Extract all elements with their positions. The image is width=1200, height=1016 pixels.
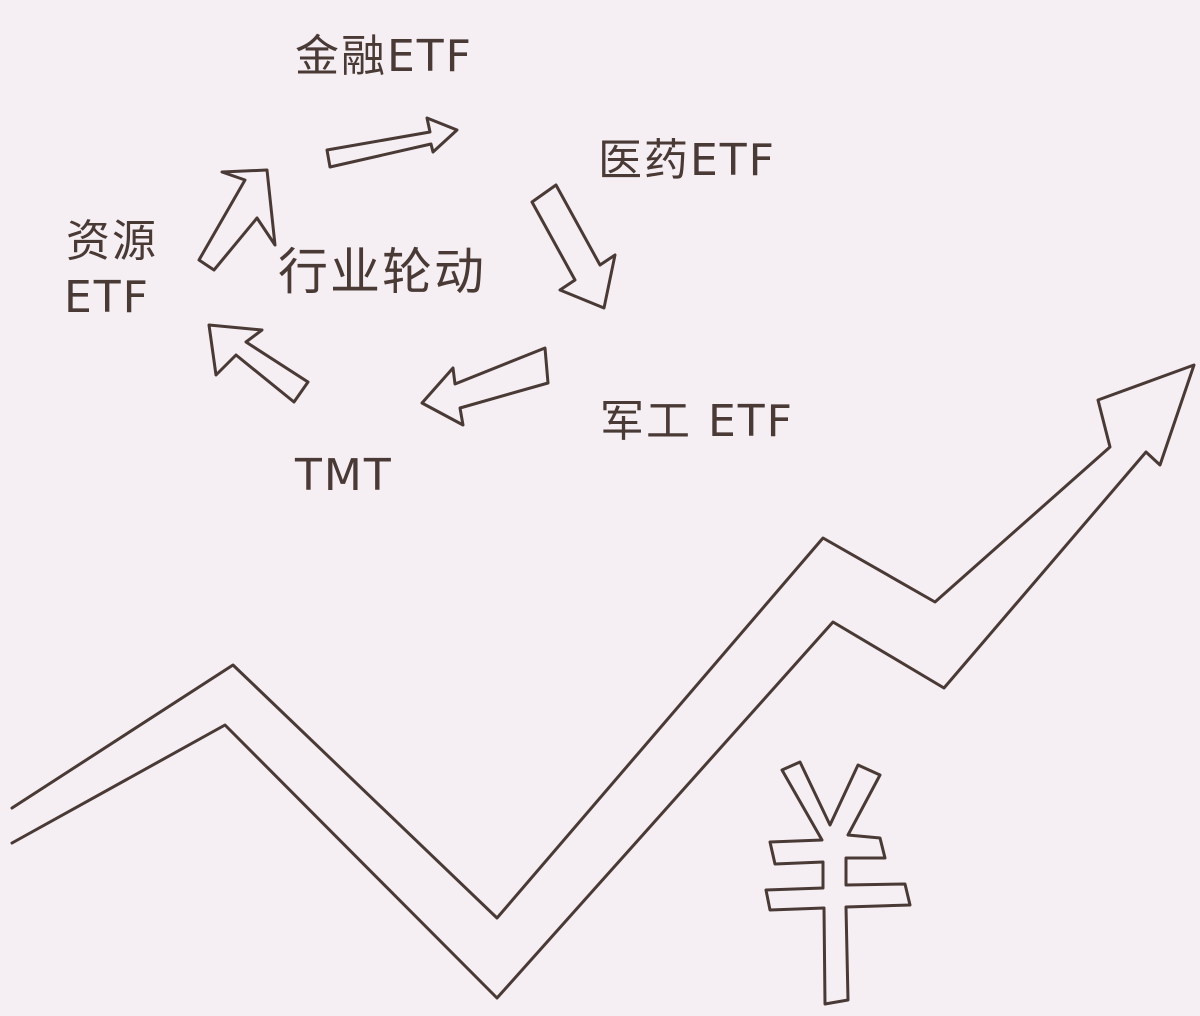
node-resources-etf-line2: ETF [64,272,150,323]
yen-symbol-icon [764,760,912,1006]
arrow-military-to-tmt [420,346,550,427]
rising-trend-arrow-icon [10,363,1196,1000]
center-label-sector-rotation: 行业轮动 [278,243,486,301]
arrow-resources-to-finance [197,168,277,272]
node-pharma-etf: 医药ETF [598,135,776,186]
node-resources-etf-line1: 资源 [66,216,158,267]
arrow-tmt-to-resources [207,323,310,404]
arrow-finance-to-pharma [325,116,459,169]
node-tmt: TMT [295,450,393,501]
node-military-etf: 军工 ETF [600,396,794,447]
arrow-pharma-to-military [530,183,617,310]
node-finance-etf: 金融ETF [295,31,473,82]
